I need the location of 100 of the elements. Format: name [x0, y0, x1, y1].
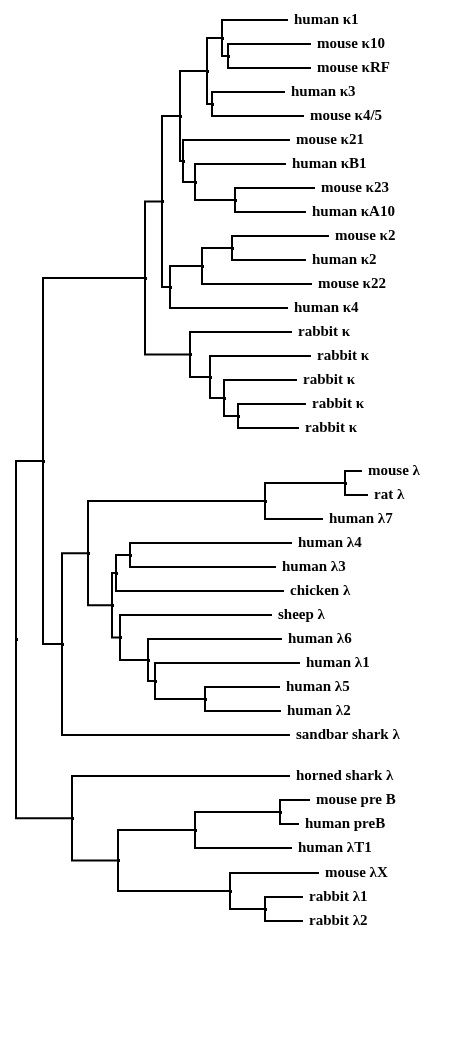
- tree-branch: [227, 55, 312, 69]
- tree-branch: [129, 542, 293, 556]
- branch-point: [116, 859, 120, 862]
- tree-branch: [161, 115, 181, 203]
- tree-branch: [179, 115, 184, 162]
- branch-point: [226, 54, 230, 58]
- tree-branch: [194, 163, 287, 183]
- branch-point: [60, 642, 64, 646]
- tree-branch: [71, 775, 291, 820]
- branch-point: [220, 36, 224, 40]
- tree-branch: [344, 482, 369, 496]
- tree-branch: [221, 37, 229, 57]
- branch-point: [263, 499, 267, 503]
- tree-branch: [227, 43, 312, 57]
- taxon-label: mouse κ23: [315, 179, 389, 197]
- taxon-label: human λ7: [323, 510, 393, 528]
- taxon-label: human κB1: [286, 155, 367, 173]
- tree-branch: [182, 160, 196, 183]
- taxon-label: human κA10: [306, 203, 395, 221]
- branch-point: [188, 353, 192, 356]
- branch-point: [236, 414, 240, 418]
- tree-branch: [42, 277, 146, 463]
- taxon-label: rabbit κ: [306, 395, 365, 413]
- branch-point: [203, 697, 207, 701]
- tree-branch: [144, 277, 191, 356]
- branch-point: [210, 102, 214, 106]
- taxon-label: rabbit κ: [311, 347, 370, 365]
- tree-branch: [206, 70, 213, 105]
- tree-branch: [161, 200, 171, 288]
- tree-branch: [194, 811, 281, 831]
- taxon-label: human preB: [299, 815, 386, 833]
- branch-point: [160, 200, 164, 203]
- tree-branch: [144, 200, 163, 279]
- tree-branch: [71, 817, 119, 862]
- tree-branch: [223, 397, 239, 417]
- taxon-label: rabbit κ: [292, 323, 351, 341]
- taxon-label: mouse κ22: [312, 275, 386, 293]
- tree-branch: [194, 829, 293, 849]
- branch-point: [181, 159, 185, 163]
- tree-branch: [237, 415, 300, 429]
- taxon-label: rabbit λ2: [303, 912, 368, 930]
- tree-branch: [15, 638, 73, 820]
- tree-branch: [344, 470, 363, 484]
- branch-point: [200, 264, 204, 268]
- branch-point: [168, 285, 172, 289]
- taxon-label: rabbit κ: [297, 371, 356, 389]
- tree-branch: [279, 799, 311, 813]
- branch-point: [128, 553, 132, 557]
- branch-point: [208, 375, 212, 379]
- tree-branch: [189, 353, 211, 378]
- tree-branch: [221, 19, 289, 39]
- tree-branch: [264, 482, 346, 502]
- tree-branch: [154, 662, 301, 682]
- tree-branch: [117, 829, 196, 862]
- tree-branch: [115, 572, 285, 592]
- branch-point: [110, 603, 114, 607]
- taxon-label: human κ2: [306, 251, 377, 269]
- branch-point: [193, 180, 197, 184]
- tree-branch: [147, 659, 156, 682]
- taxon-label: human λT1: [292, 839, 372, 857]
- tree-branch: [206, 37, 223, 72]
- taxon-label: mouse κ10: [311, 35, 385, 53]
- taxon-label: mouse λX: [319, 864, 388, 882]
- tree-branch: [115, 554, 131, 574]
- taxon-label: horned shark λ: [290, 767, 394, 785]
- tree-branch: [229, 890, 266, 910]
- taxon-label: mouse κ2: [329, 227, 396, 245]
- branch-point: [118, 636, 122, 639]
- branch-point: [41, 459, 45, 463]
- tree-branch: [111, 604, 121, 639]
- branch-point: [263, 907, 267, 911]
- tree-branch: [87, 500, 266, 555]
- tree-branch: [231, 247, 307, 261]
- taxon-label: human κ3: [285, 83, 356, 101]
- tree-branch: [119, 614, 273, 639]
- tree-branch: [223, 379, 298, 399]
- tree-branch: [209, 355, 312, 378]
- tree-branch: [279, 811, 300, 825]
- branch-point: [146, 658, 150, 662]
- branch-point: [343, 481, 347, 485]
- taxon-label: human λ2: [281, 702, 351, 720]
- tree-branch: [182, 139, 291, 162]
- tree-branch: [169, 265, 203, 288]
- tree-branch: [111, 572, 117, 607]
- tree-branch: [179, 70, 208, 117]
- tree-branch: [117, 859, 231, 892]
- tree-branch: [237, 403, 307, 417]
- branch-point: [230, 246, 234, 250]
- taxon-label: human λ4: [292, 534, 362, 552]
- branch-point: [233, 198, 237, 202]
- tree-branch: [231, 235, 330, 249]
- tree-branch: [204, 686, 281, 700]
- tree-branch: [264, 908, 304, 922]
- tree-branch: [61, 552, 89, 646]
- tree-branch: [264, 896, 304, 910]
- tree-branch: [87, 552, 113, 607]
- tree-branch: [169, 286, 289, 309]
- branch-point: [222, 396, 226, 400]
- branch-point: [193, 828, 197, 832]
- branch-point: [86, 551, 90, 555]
